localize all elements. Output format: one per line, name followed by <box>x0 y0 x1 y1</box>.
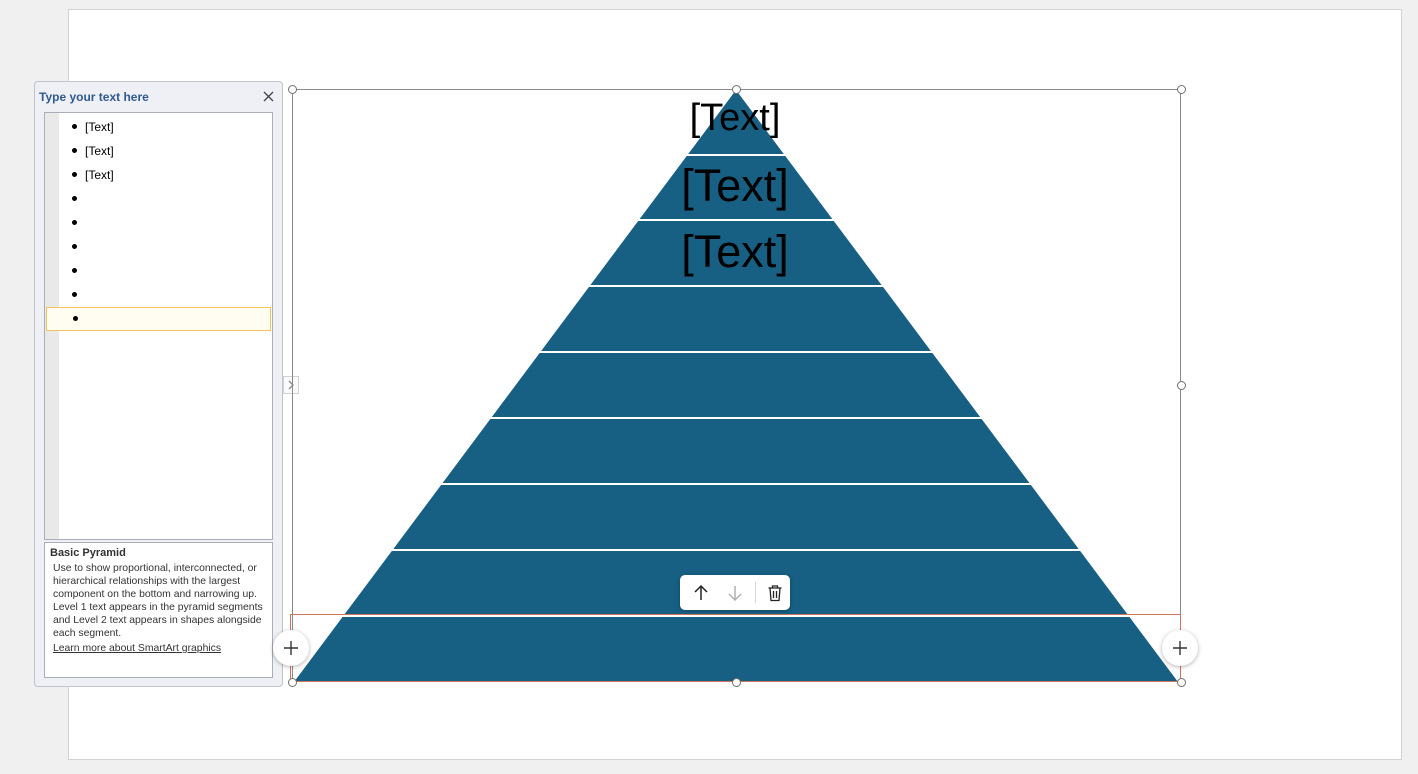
bullet-dot <box>72 244 77 249</box>
bullet-editor[interactable]: [Text] [Text] [Text] <box>44 112 273 540</box>
pyramid-segment-2-text[interactable]: [Text] <box>681 160 789 211</box>
text-pane: Type your text here [Text] [Text] [Text]… <box>34 81 283 687</box>
bullet-item-6[interactable] <box>45 235 272 259</box>
arrow-up-icon <box>694 584 708 600</box>
bullet-dot <box>72 172 77 177</box>
bullet-item-1[interactable]: [Text] <box>45 115 272 139</box>
bullet-item-9-active[interactable] <box>46 307 271 331</box>
text-pane-title: Type your text here <box>39 90 149 104</box>
text-pane-close-button[interactable] <box>260 88 276 104</box>
resize-handle-top-left[interactable] <box>288 85 297 94</box>
pyramid-shape[interactable] <box>294 90 1178 682</box>
add-shape-left-button[interactable] <box>273 630 309 666</box>
bullet-item-8[interactable] <box>45 283 272 307</box>
text-pane-toggle-button[interactable] <box>283 376 299 394</box>
bullet-list: [Text] [Text] [Text] <box>45 115 272 331</box>
chevron-right-icon <box>288 380 294 390</box>
learn-more-link[interactable]: Learn more about SmartArt graphics <box>53 643 222 654</box>
bullet-item-text: [Text] <box>85 168 114 182</box>
resize-handle-bottom-right[interactable] <box>1177 678 1186 687</box>
plus-icon <box>1173 641 1187 655</box>
resize-handle-right[interactable] <box>1177 381 1186 390</box>
resize-handle-bottom[interactable] <box>732 678 741 687</box>
bullet-dot <box>72 124 77 129</box>
layout-name: Basic Pyramid <box>50 547 126 559</box>
bullet-item-5[interactable] <box>45 211 272 235</box>
pyramid-segment-1-text[interactable]: [Text] <box>689 97 781 139</box>
delete-shape-button[interactable] <box>758 575 792 610</box>
bullet-item-text: [Text] <box>85 120 114 134</box>
pyramid-segment-3-text[interactable]: [Text] <box>681 226 789 277</box>
move-up-button[interactable] <box>684 575 718 610</box>
bullet-item-2[interactable]: [Text] <box>45 139 272 163</box>
resize-handle-top-right[interactable] <box>1177 85 1186 94</box>
bullet-item-7[interactable] <box>45 259 272 283</box>
resize-handle-bottom-left[interactable] <box>288 678 297 687</box>
bullet-item-4[interactable] <box>45 187 272 211</box>
layout-description: Basic Pyramid Use to show proportional, … <box>44 542 273 678</box>
bullet-dot <box>72 196 77 201</box>
move-down-button[interactable] <box>718 575 752 610</box>
shape-mini-toolbar <box>680 575 790 610</box>
toolbar-separator <box>755 582 756 603</box>
bullet-dot <box>72 220 77 225</box>
bullet-dot <box>73 316 78 321</box>
bullet-dot <box>72 292 77 297</box>
close-icon <box>263 91 273 101</box>
trash-icon <box>768 584 782 601</box>
arrow-down-icon <box>728 585 742 601</box>
plus-icon <box>284 641 298 655</box>
add-shape-right-button[interactable] <box>1162 630 1198 666</box>
resize-handle-top[interactable] <box>732 85 741 94</box>
pyramid-dividers <box>330 154 1142 617</box>
bullet-item-text: [Text] <box>85 144 114 158</box>
bullet-dot <box>72 148 77 153</box>
layout-description-text: Use to show proportional, interconnected… <box>53 563 263 639</box>
bullet-item-3[interactable]: [Text] <box>45 163 272 187</box>
bullet-dot <box>72 268 77 273</box>
